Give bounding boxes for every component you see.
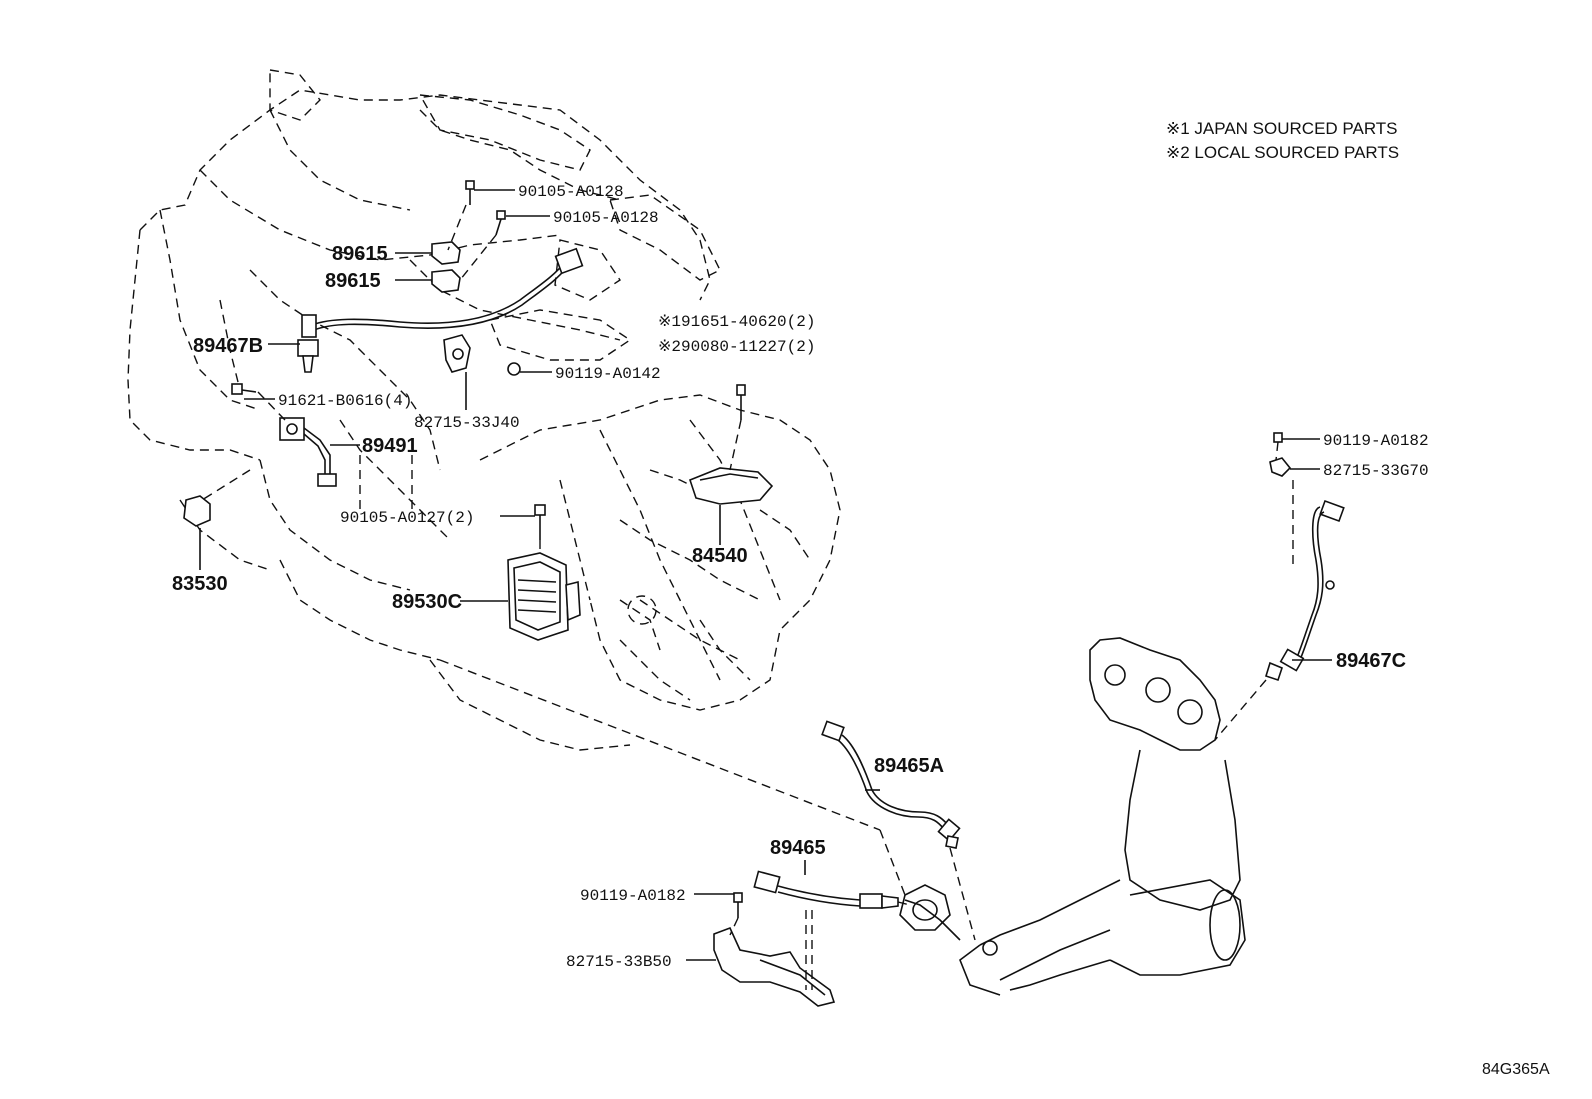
dashed-connectors — [201, 204, 1294, 990]
label-89615-2[interactable]: 89615 — [325, 270, 381, 292]
sensor-harness-89491 — [279, 417, 337, 487]
note-japan-sourced: ※1 JAPAN SOURCED PARTS — [1166, 119, 1398, 138]
label-91621-b0616[interactable]: 91621-B0616(4) — [278, 392, 412, 410]
label-90119-a0182-right[interactable]: 90119-A0182 — [1323, 432, 1429, 450]
engine-block-outline — [127, 69, 721, 751]
exhaust-assembly — [899, 637, 1246, 996]
label-89465a[interactable]: 89465A — [874, 755, 944, 777]
label-89530c[interactable]: 89530C — [392, 591, 462, 613]
label-89467b[interactable]: 89467B — [193, 335, 263, 357]
label-90105-a0128-1[interactable]: 90105-A0128 — [518, 183, 624, 201]
label-82715-33b50[interactable]: 82715-33B50 — [566, 953, 672, 971]
bolt-90119-a0142 — [507, 362, 521, 376]
label-84540[interactable]: 84540 — [692, 545, 748, 567]
transmission-outline — [479, 394, 841, 711]
switch-84540 — [689, 384, 774, 505]
bolt-91621-b0616 — [231, 383, 257, 395]
oxygen-sensor-89467b — [297, 247, 584, 373]
bolt-90105-a0128-1 — [465, 180, 475, 205]
label-90119-a0182-left[interactable]: 90119-A0182 — [580, 887, 686, 905]
label-90105-a0127[interactable]: 90105-A0127(2) — [340, 509, 474, 527]
label-90119-a0142[interactable]: 90119-A0142 — [555, 365, 661, 383]
bracket-82715-33j40 — [443, 334, 471, 373]
knock-sensor-upper — [431, 241, 461, 265]
control-module-89530c — [507, 552, 581, 641]
label-90080-11227[interactable]: ※290080-11227(2) — [658, 338, 815, 356]
label-91651-40620[interactable]: ※191651-40620(2) — [658, 313, 815, 331]
knock-sensor-lower — [431, 269, 461, 293]
bolt-90105-a0128-2 — [495, 210, 506, 236]
bolt-90105-a0127 — [534, 504, 546, 540]
leader-lines — [199, 189, 1332, 961]
notes-block: ※1 JAPAN SOURCED PARTS ※2 LOCAL SOURCED … — [1166, 119, 1399, 162]
label-89465[interactable]: 89465 — [770, 837, 826, 859]
oxygen-sensor-89467c — [1265, 432, 1345, 682]
figure-code: 84G365A — [1482, 1061, 1550, 1078]
oxygen-sensor-89465a — [821, 720, 961, 849]
label-82715-33g70[interactable]: 82715-33G70 — [1323, 462, 1429, 480]
label-89491[interactable]: 89491 — [362, 435, 418, 457]
bracket-82715-33b50 — [713, 926, 836, 1007]
sensor-83530 — [183, 495, 211, 527]
label-90105-a0128-2[interactable]: 90105-A0128 — [553, 209, 659, 227]
label-89467c[interactable]: 89467C — [1336, 650, 1406, 672]
label-82715-33j40[interactable]: 82715-33J40 — [414, 414, 520, 432]
label-89615-1[interactable]: 89615 — [332, 243, 388, 265]
part-number-labels: 90105-A0128 90105-A0128 89615 89615 ※191… — [172, 183, 1429, 971]
oxygen-sensor-89465 — [733, 870, 899, 918]
note-local-sourced: ※2 LOCAL SOURCED PARTS — [1166, 143, 1399, 162]
label-83530[interactable]: 83530 — [172, 573, 228, 595]
